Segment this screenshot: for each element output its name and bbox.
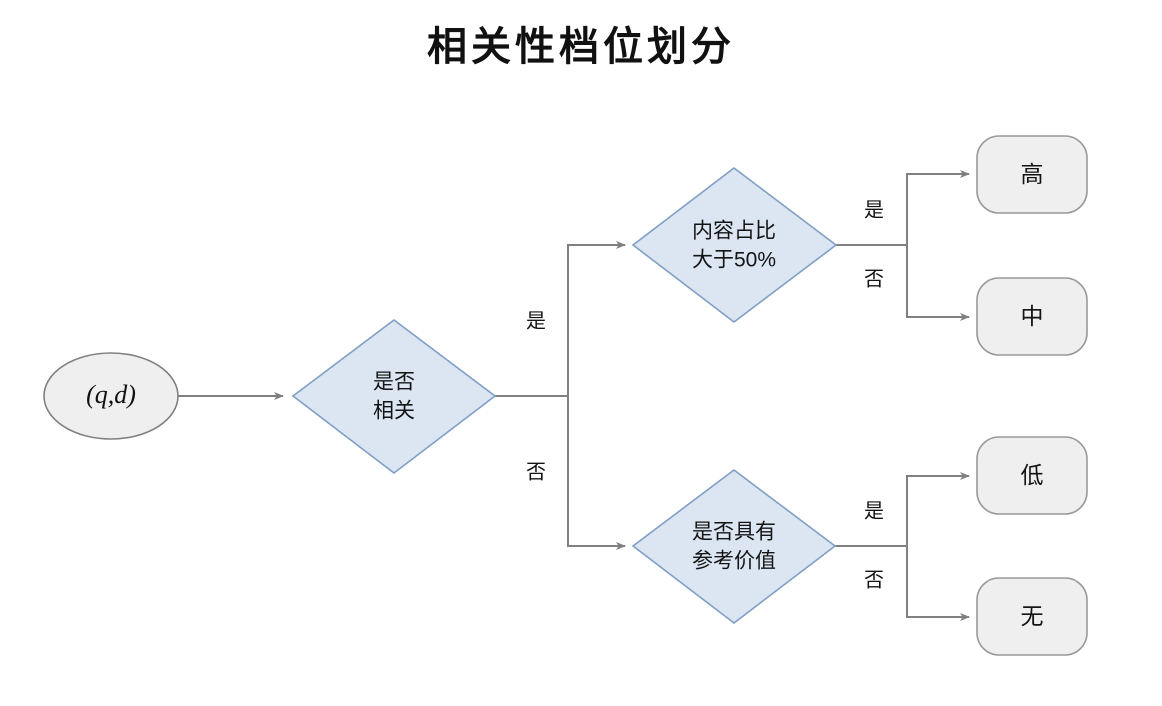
edge-label-d1-no: 否: [526, 461, 546, 483]
edge-d1-no-to-d3: [567, 396, 626, 550]
start-label: (q,d): [86, 380, 136, 409]
node-result-low[interactable]: 低: [976, 436, 1088, 515]
edge-d2-yes-to-r1: [906, 170, 970, 245]
decision1-label-line1: 是否: [373, 371, 415, 394]
result-medium-label: 中: [1021, 303, 1044, 329]
edge-label-d2-no: 否: [864, 268, 884, 290]
decision2-diamond-shape: [631, 166, 838, 324]
node-result-none[interactable]: 无: [976, 577, 1088, 656]
node-result-high[interactable]: 高: [976, 135, 1088, 214]
result-none-shape: [976, 577, 1088, 656]
result-low-label: 低: [1021, 462, 1044, 488]
decision3-label-line2: 参考价值: [692, 550, 776, 573]
decision1-label-line2: 相关: [373, 400, 415, 423]
edge-d2-no-to-r2: [906, 245, 970, 321]
result-medium-shape: [976, 277, 1088, 356]
result-high-shape: [976, 135, 1088, 214]
decision2-label-line2: 大于50%: [692, 249, 776, 272]
decision1-diamond-shape: [291, 318, 497, 475]
start-ellipse-shape: [43, 352, 179, 440]
decision3-diamond-shape: [631, 468, 837, 625]
node-start[interactable]: (q,d): [43, 352, 179, 440]
edge-label-d3-no: 否: [864, 569, 884, 591]
edge-d3-no-to-r4: [906, 546, 970, 621]
edge-label-d3-yes: 是: [864, 500, 884, 522]
result-none-label: 无: [1021, 603, 1044, 629]
decision3-label-line1: 是否具有: [692, 521, 776, 544]
page-title: 相关性档位划分: [427, 24, 735, 69]
edge-d3-yes-to-r3: [906, 472, 970, 546]
node-decision-content-ratio[interactable]: 内容占比 大于50%: [631, 166, 838, 324]
result-low-shape: [976, 436, 1088, 515]
node-decision-relevance[interactable]: 是否 相关: [291, 318, 497, 475]
decision2-label-line1: 内容占比: [692, 220, 776, 243]
result-high-label: 高: [1021, 161, 1044, 187]
node-decision-reference-value[interactable]: 是否具有 参考价值: [631, 468, 837, 625]
edge-d1-yes-to-d2: [567, 241, 626, 396]
edge-label-d1-yes: 是: [526, 310, 546, 332]
node-result-medium[interactable]: 中: [976, 277, 1088, 356]
edge-label-d2-yes: 是: [864, 199, 884, 221]
